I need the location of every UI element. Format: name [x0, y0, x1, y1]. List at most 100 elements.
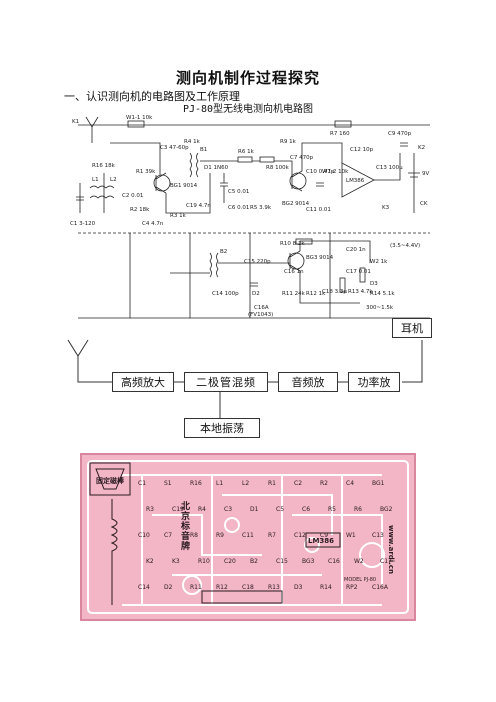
- pcb-component-label: D2: [164, 584, 173, 591]
- label-ck: CK: [420, 201, 428, 207]
- label-c19: C19 4.7n: [186, 203, 211, 209]
- pcb-component-label: BG1: [372, 480, 385, 487]
- pcb-component-label: C6: [302, 506, 310, 513]
- pcb-component-label: C20: [224, 558, 236, 565]
- label-k3: K3: [382, 205, 390, 211]
- pcb-component-label: C13: [372, 532, 384, 539]
- label-r4: R4 1k: [184, 139, 201, 145]
- label-r8: R8 100k: [266, 165, 290, 171]
- pcb-component-label: R4: [198, 506, 206, 513]
- pcb-component-label: BG2: [380, 506, 393, 513]
- label-c13: C13 100μ: [376, 165, 403, 171]
- label-volt: (3.5~4.4V): [390, 243, 420, 249]
- label-k1: K1: [72, 119, 79, 125]
- pcb-component-label: S1: [164, 480, 172, 487]
- block-rf-amp: 高频放大: [112, 372, 174, 392]
- label-r6: R6 1k: [238, 149, 255, 155]
- label-c6: C6 0.01: [228, 205, 249, 211]
- pcb-component-label: R13: [268, 584, 280, 591]
- pcb-maker-label: 北京标音牌: [179, 501, 189, 551]
- label-d2: D2: [252, 291, 260, 297]
- label-c3: C3 47-60p: [160, 145, 189, 151]
- pcb-component-label: C16: [328, 558, 340, 565]
- pcb-component-label: C9: [320, 532, 328, 539]
- label-lm386: LM386: [346, 178, 365, 184]
- label-bg1: BG1 9014: [170, 183, 198, 189]
- pcb-component-label: R6: [354, 506, 362, 513]
- pcb-component-label: C1: [138, 480, 146, 487]
- block-local-osc: 本地振荡: [184, 418, 260, 438]
- pcb-component-label: C2: [294, 480, 302, 487]
- pcb-component-label: R11: [190, 584, 202, 591]
- pcb-component-label: C16A: [372, 584, 389, 591]
- pcb-component-label: L1: [216, 480, 223, 487]
- label-c16: C16 1n: [284, 269, 304, 275]
- pcb-component-label: C14: [138, 584, 150, 591]
- pcb-component-label: W2: [354, 558, 364, 565]
- label-c18: C18 3.3μ: [322, 289, 347, 295]
- label-r2: R2 18k: [130, 207, 150, 213]
- pcb-component-label: R3: [146, 506, 154, 513]
- pcb-component-label: C3: [224, 506, 232, 513]
- block-power-amp: 功率放: [348, 372, 400, 392]
- label-bg2: BG2 9014: [282, 201, 310, 207]
- label-c15: C15 220p: [244, 259, 271, 265]
- pcb-component-label: R5: [328, 506, 336, 513]
- label-r1: R1 39k: [136, 169, 156, 175]
- label-w12: W1-2 10k: [322, 169, 349, 175]
- label-r10: R10 8.2k: [280, 241, 305, 247]
- pcb-component-label: R7: [268, 532, 276, 539]
- label-r16: R16 18k: [92, 163, 116, 169]
- pcb-component-label: C15: [276, 558, 288, 565]
- block-audio-amp: 音频放: [278, 372, 338, 392]
- label-fv: (FV1043): [248, 312, 273, 318]
- pcb-component-label: C11: [242, 532, 254, 539]
- label-l2: L2: [110, 177, 117, 183]
- label-d1: D1 1N60: [204, 165, 229, 171]
- circuit-schematic: K1 W1-1 10k R16 18k C1 3-120 L1 L2 R1 39…: [70, 115, 430, 319]
- pcb-component-label: L2: [242, 480, 249, 487]
- pcb-component-label: C10: [138, 532, 150, 539]
- page-title: 测向机制作过程探究: [175, 69, 320, 87]
- pcb-component-label: C18: [242, 584, 254, 591]
- pcb-component-label: D3: [294, 584, 303, 591]
- block-mixer: 二极管混频: [184, 372, 268, 392]
- section-heading: 一、认识测向机的电路图及工作原理: [64, 90, 240, 103]
- label-d3: D3: [370, 281, 378, 287]
- block-diagram-wires: [67, 339, 423, 418]
- label-k2: K2: [418, 145, 425, 151]
- pcb-component-label: K3: [172, 558, 180, 565]
- label-c7: C7 470p: [290, 155, 314, 161]
- pcb-component-label: C7: [164, 532, 172, 539]
- label-freq: 300~1.5k: [366, 305, 394, 311]
- label-r7: R7 160: [330, 131, 350, 137]
- label-c17: C17 0.01: [346, 269, 371, 275]
- label-b1: B1: [200, 147, 207, 153]
- pcb-website: www.ardi.cn: [387, 525, 395, 574]
- label-c5: C5 0.01: [228, 189, 249, 195]
- label-c20: C20 1n: [346, 247, 366, 253]
- pcb-code: MODEL PJ-80: [344, 577, 376, 583]
- pcb-component-label: R12: [216, 584, 228, 591]
- pcb-component-label: C19: [172, 506, 184, 513]
- label-r9: R9 1k: [280, 139, 297, 145]
- schematic-caption: PJ-80型无线电测向机电路图: [182, 104, 314, 115]
- label-r14: R14 5.1k: [370, 291, 395, 297]
- pcb-component-label: C17: [380, 558, 392, 565]
- pcb-side-label: 固定磁棒: [96, 476, 125, 485]
- label-c2: C2 0.01: [122, 193, 143, 199]
- pcb-chip-label: LM386: [308, 537, 334, 545]
- label-c1: C1 3-120: [70, 221, 96, 227]
- label-c4: C4 4.7n: [142, 221, 164, 227]
- pcb-component-label: C12: [294, 532, 306, 539]
- label-r11: R11 24k: [282, 291, 306, 297]
- pcb-component-label: C5: [276, 506, 284, 513]
- label-c14: C14 100p: [212, 291, 239, 297]
- pcb-component-label: R2: [320, 480, 328, 487]
- label-c10: C10 0.47p: [306, 169, 335, 175]
- pcb-component-label: R10: [198, 558, 210, 565]
- pcb-component-label: W1: [346, 532, 356, 539]
